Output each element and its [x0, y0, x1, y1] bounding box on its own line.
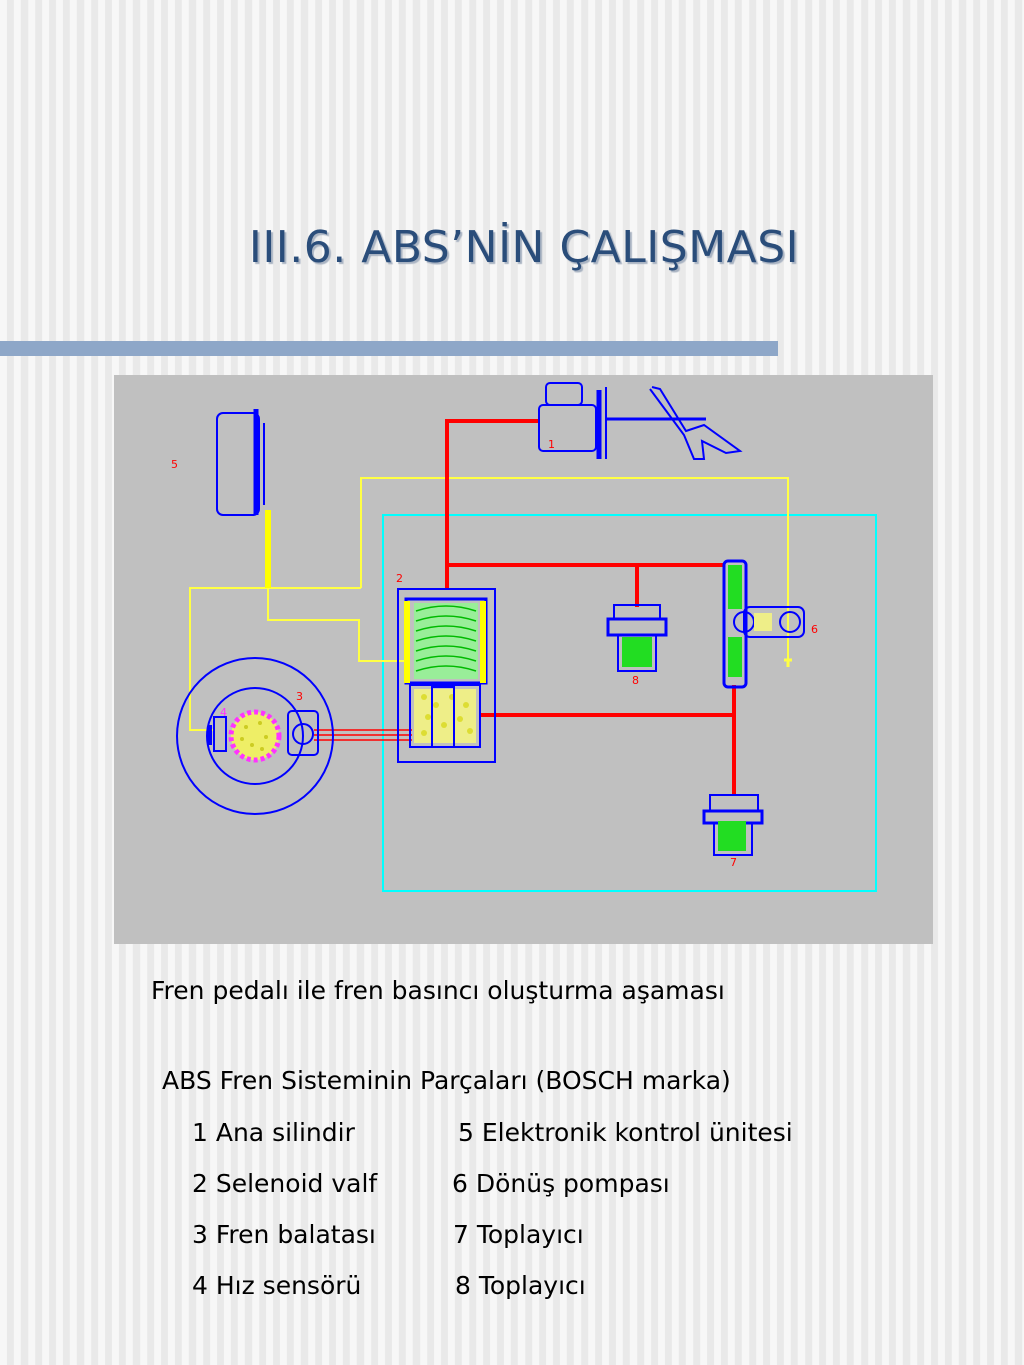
brake-line-to-caliper: [314, 729, 412, 741]
accumulator-7: [702, 794, 764, 856]
brake-pedal: [649, 386, 743, 460]
legend-item-7: 7 Toplayıcı: [453, 1220, 584, 1249]
diagram-background: [114, 375, 933, 944]
legend-title: ABS Fren Sisteminin Parçaları (BOSCH mar…: [162, 1066, 731, 1095]
return-pump: [722, 559, 805, 689]
diagram-caption: Fren pedalı ile fren basıncı oluşturma a…: [151, 976, 725, 1005]
master-cylinder: [538, 382, 706, 459]
abs-schematic: 1 2 3 4 5 6 7 8: [114, 375, 933, 944]
legend-item-5: 5 Elektronik kontrol ünitesi: [458, 1118, 793, 1147]
label-7: 7: [730, 856, 737, 869]
label-8: 8: [632, 674, 639, 687]
speed-sensor-rotor: [208, 709, 282, 763]
label-6: 6: [811, 623, 818, 636]
label-5: 5: [171, 458, 178, 471]
label-1: 1: [548, 438, 555, 451]
label-3: 3: [296, 690, 303, 703]
solenoid-valve: [397, 588, 496, 763]
legend-item-4: 4 Hız sensörü: [192, 1271, 362, 1300]
legend-item-3: 3 Fren balatası: [192, 1220, 376, 1249]
electronic-control-unit: [216, 409, 265, 516]
legend-item-2: 2 Selenoid valf: [192, 1169, 378, 1198]
title-underline: [0, 341, 778, 356]
label-2: 2: [396, 572, 403, 585]
label-4: 4: [220, 706, 227, 719]
legend-item-1: 1 Ana silindir: [192, 1118, 355, 1147]
brake-caliper: [287, 710, 319, 756]
slide-title: III.6. ABS’NİN ÇALIŞMASI: [248, 222, 800, 273]
accumulator-8: [606, 604, 668, 672]
component-labels: 1 2 3 4 5 6 7 8: [171, 438, 818, 869]
hydraulic-unit-boundary: [382, 514, 877, 892]
legend-item-6: 6 Dönüş pompası: [452, 1169, 670, 1198]
wheel-assembly: [176, 657, 334, 815]
hydraulic-lines: [445, 419, 736, 795]
legend-item-8: 8 Toplayıcı: [455, 1271, 586, 1300]
